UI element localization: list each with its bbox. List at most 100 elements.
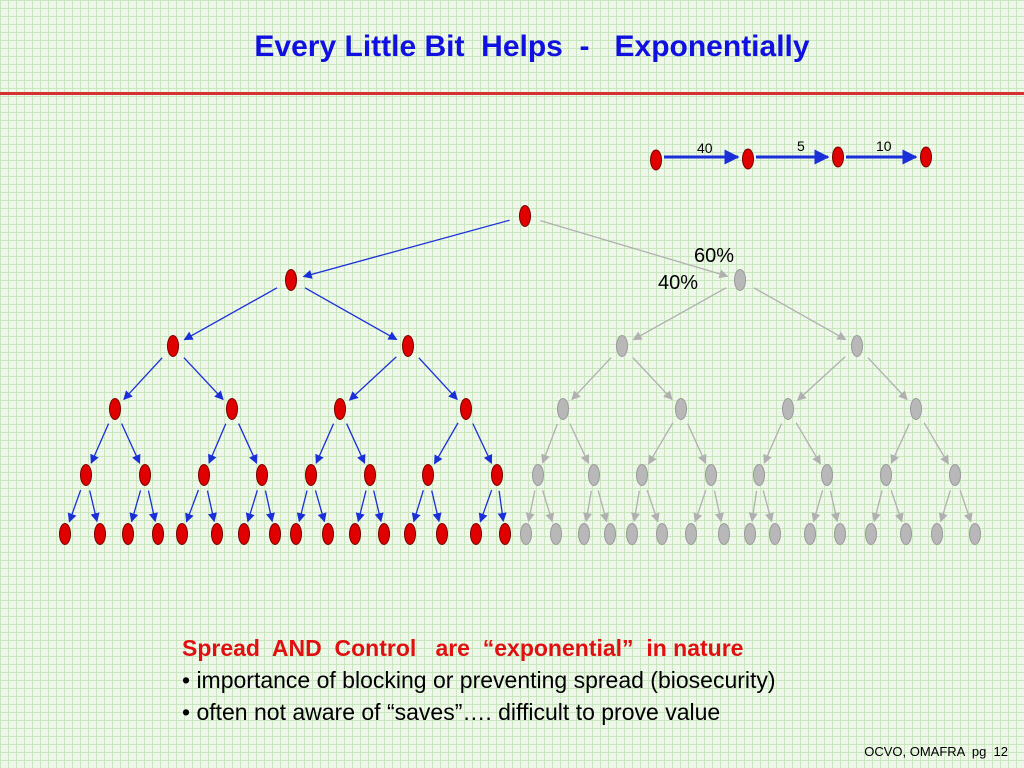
tree-node-inactive [910,398,922,420]
tree-edge-active [302,219,510,279]
tree-edge-inactive [631,490,641,523]
tree-node-active [94,523,106,545]
slide-footer: OCVO, OMAFRA pg 12 [864,744,1008,759]
tree-edge-active [418,357,458,401]
tree-node-inactive [931,523,943,545]
tree-node-inactive [550,523,562,545]
tree-node-active [176,523,188,545]
tree-node-inactive [834,523,846,545]
tree-node-active [152,523,164,545]
chain-label-1: 40 [697,140,713,156]
chain-node [832,146,844,168]
tree-edge-active [433,422,459,465]
tree-node-active [322,523,334,545]
tree-edge-inactive [890,423,910,464]
tree-edge-active [129,490,142,523]
tree-edge-active [67,489,82,523]
split-label-right: 60% [694,245,734,267]
tree-edge-active [245,490,258,523]
tree-node-inactive [900,523,912,545]
tree-edges [67,219,973,523]
tree-edge-active [296,490,308,523]
tree-edge-active [121,423,141,464]
tree-node-inactive [804,523,816,545]
tree-node-inactive [782,398,794,420]
tree-edge-inactive [632,357,673,401]
bullet-biosecurity: • importance of blocking or preventing s… [182,667,776,693]
tree-edge-inactive [938,490,951,523]
tree-edge-inactive [569,423,590,465]
chain-label-2: 5 [797,138,805,154]
tree-nodes [59,205,981,545]
tree-edge-active [478,489,493,523]
tree-node-active [198,464,210,486]
tree-node-inactive [636,464,648,486]
tree-edge-inactive [713,490,724,523]
tree-node-inactive [626,523,638,545]
tree-edge-active [431,490,442,523]
summary-text: Spread AND Control are “exponential” in … [182,632,776,728]
tree-node-inactive [718,523,730,545]
tree-edge-inactive [632,287,727,341]
tree-node-active [80,464,92,486]
tree-node-inactive [685,523,697,545]
tree-node-active [499,523,511,545]
tree-edge-active [183,357,224,401]
tree-edge-active [373,490,384,523]
tree-node-inactive [588,464,600,486]
tree-edge-active [147,490,158,523]
tree-node-inactive [675,398,687,420]
tree-node-active [364,464,376,486]
chain-node [920,146,932,168]
tree-node-inactive [604,523,616,545]
tree-edge-inactive [540,219,729,279]
exponential-spread-diagram: 40 5 10 60% 40% [59,138,981,545]
tree-node-inactive [969,523,981,545]
tree-node-active [122,523,134,545]
tree-node-active [269,523,281,545]
tree-node-active [211,523,223,545]
tree-edge-active [208,423,227,464]
tree-node-inactive [557,398,569,420]
tree-node-active [378,523,390,545]
tree-node-active [109,398,121,420]
tree-node-active [238,523,250,545]
tree-edge-inactive [867,357,908,401]
tree-node-active [460,398,472,420]
summary-heading: Spread AND Control are “exponential” in … [182,635,744,661]
tree-node-inactive [656,523,668,545]
tree-edge-inactive [648,422,674,465]
tree-edge-inactive [811,490,824,523]
tree-node-inactive [578,523,590,545]
tree-edge-inactive [871,490,883,523]
tree-edge-inactive [571,357,612,401]
tree-edge-active [90,423,110,464]
tree-edge-active [206,490,217,523]
tree-node-active [305,464,317,486]
tree-edge-active [304,287,398,341]
tree-edge-active [497,490,507,523]
tree-edge-active [238,423,258,464]
tree-edge-inactive [763,423,783,464]
chain-label-3: 10 [876,138,892,154]
tree-edge-inactive [829,490,840,523]
chain-node [742,148,754,170]
tree-node-inactive [734,269,746,291]
tree-edge-active [314,490,327,523]
tree-node-inactive [744,523,756,545]
tree-edge-inactive [597,490,609,523]
tree-node-active [226,398,238,420]
split-label-left: 40% [658,272,698,294]
tree-edge-active [183,287,278,341]
tree-node-active [402,335,414,357]
tree-node-inactive [616,335,628,357]
tree-edge-active [89,490,100,523]
tree-edge-active [355,490,367,523]
tree-node-active [491,464,503,486]
tree-edge-active [348,356,397,401]
slide-title: Every Little Bit Helps - Exponentially [254,30,810,63]
tree-node-inactive [865,523,877,545]
tree-edge-inactive [890,489,904,523]
tree-node-active [139,464,151,486]
title-divider [0,92,1024,95]
